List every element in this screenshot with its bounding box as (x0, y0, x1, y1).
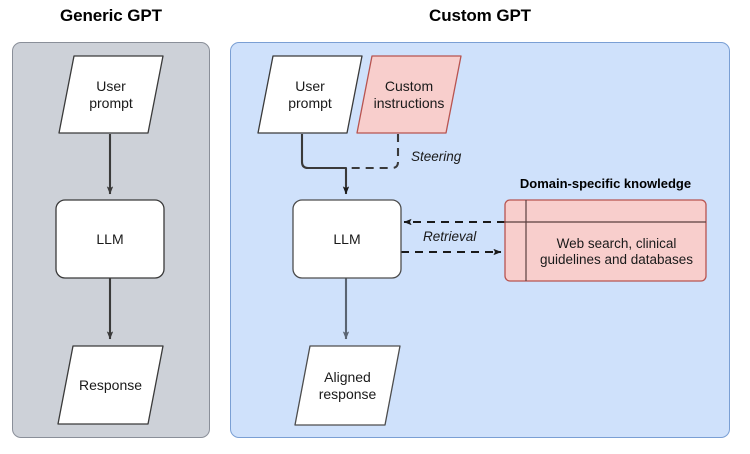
panel-title-generic-gpt: Generic GPT (60, 6, 162, 25)
panel-generic-gpt (12, 42, 210, 438)
panel-custom-gpt (230, 42, 730, 438)
panel-title-custom-gpt: Custom GPT (429, 6, 531, 25)
label-edge-steering: Steering (411, 149, 462, 164)
label-edge-retrieval: Retrieval (423, 229, 477, 244)
label-knowledge-title: Domain-specific knowledge (519, 176, 692, 191)
